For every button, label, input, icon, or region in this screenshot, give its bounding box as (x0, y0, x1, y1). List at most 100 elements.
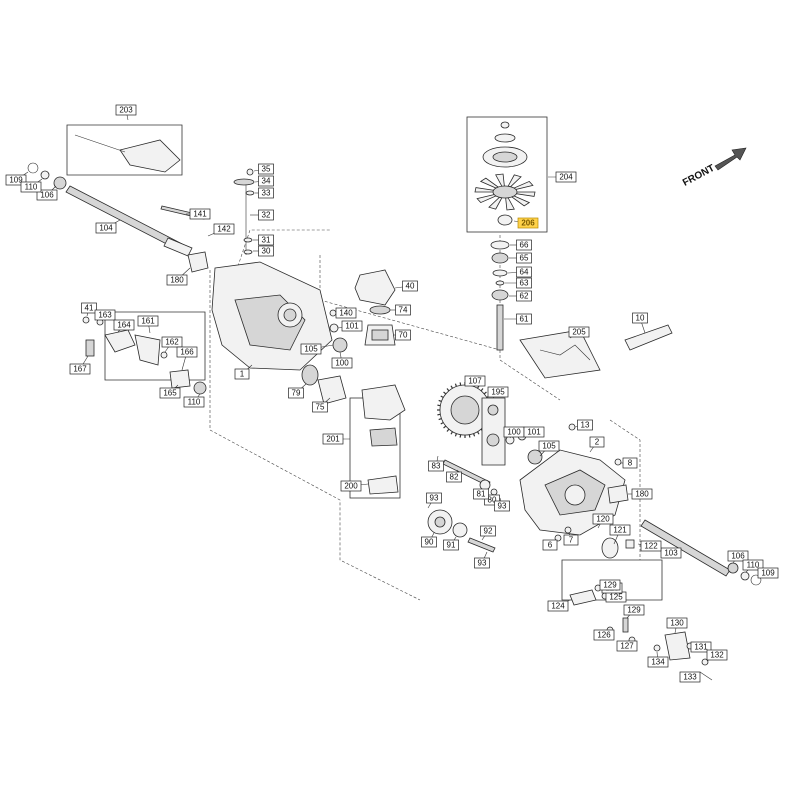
part-label-box (516, 266, 532, 278)
bolt-41 (82, 316, 90, 324)
screw-133 (699, 671, 713, 681)
part-label-box (480, 525, 496, 537)
ring-64 (492, 269, 508, 277)
part-label-box (331, 357, 353, 369)
pinion-195 (487, 404, 499, 416)
bracket-203 (119, 139, 181, 173)
ring-63 (495, 280, 505, 286)
part-label-104: 104 (99, 224, 113, 233)
bracket-180-right (607, 484, 629, 504)
nut-132 (701, 658, 709, 666)
part-label-box (593, 629, 615, 641)
part-label-109: 109 (761, 569, 775, 578)
gear-105-left (332, 337, 348, 353)
part-label-61: 61 (520, 315, 529, 324)
part-label-box (640, 540, 662, 552)
washer-101-left (329, 323, 339, 333)
bushing-106-right (727, 562, 739, 574)
gear-tooth (440, 421, 444, 425)
frame-161 (104, 311, 206, 381)
part-label-box (166, 274, 188, 286)
gear-tooth (480, 388, 484, 392)
part-label-120: 120 (596, 515, 610, 524)
coupler-206 (497, 214, 513, 226)
part-label-41: 41 (85, 304, 94, 313)
bolt-8 (614, 458, 622, 466)
bearing-74 (369, 305, 391, 315)
part-label-box (312, 401, 328, 413)
washer-34 (233, 178, 255, 186)
part-label-box (647, 656, 669, 668)
part-label-1: 1 (240, 370, 245, 379)
gear-tooth (440, 395, 444, 399)
part-label-box (589, 436, 605, 448)
part-label-109: 109 (9, 176, 23, 185)
gear-tooth (476, 431, 480, 435)
part-label-box (161, 336, 183, 348)
gear-tooth (446, 428, 450, 432)
gear-tooth (454, 383, 458, 387)
part-label-2: 2 (595, 438, 600, 447)
part-label-box (494, 500, 510, 512)
pin-140 (329, 309, 337, 317)
part-label-140: 140 (339, 309, 353, 318)
part-label-box (568, 326, 590, 338)
part-label-110: 110 (747, 561, 760, 570)
part-label-box (258, 175, 274, 187)
part-label-103: 103 (664, 549, 678, 558)
part-label-box (547, 600, 569, 612)
seal-110-left (193, 381, 207, 395)
part-label-box (20, 181, 42, 193)
part-label-131: 131 (694, 643, 708, 652)
part-label-box (516, 277, 532, 289)
gasket-205-lines (539, 344, 591, 361)
part-label-box (258, 209, 274, 221)
part-label-125: 125 (609, 593, 623, 602)
part-label-167: 167 (73, 365, 87, 374)
part-label-66: 66 (520, 241, 529, 250)
part-label-box (258, 234, 274, 246)
seal-79 (301, 364, 319, 386)
part-label-box (213, 223, 235, 235)
part-label-163: 163 (98, 311, 112, 320)
part-label-box (189, 208, 211, 220)
assembly-line (499, 235, 561, 401)
part-label-63: 63 (520, 279, 529, 288)
part-label-box (95, 222, 117, 234)
part-label-166: 166 (180, 348, 194, 357)
part-label-box (426, 492, 442, 504)
part-label-106: 106 (40, 191, 54, 200)
part-label-box (183, 396, 205, 408)
part-label-box (446, 471, 462, 483)
part-label-203: 203 (119, 106, 133, 115)
rod-203 (74, 134, 126, 153)
part-label-box (81, 302, 97, 314)
lever-161 (134, 334, 161, 366)
part-label-80: 80 (488, 496, 497, 505)
pin-162 (160, 351, 168, 359)
part-label-box (632, 312, 648, 324)
part-label-70: 70 (399, 331, 408, 340)
part-label-10: 10 (636, 314, 645, 323)
part-label-box (516, 290, 532, 302)
part-label-box (94, 309, 116, 321)
assembly-line (209, 270, 421, 601)
washer-top (494, 133, 516, 143)
part-label-165: 165 (163, 389, 177, 398)
fan-hub (492, 185, 518, 199)
part-label-box (742, 559, 764, 571)
axle-end-left (163, 237, 193, 257)
gear-tooth (438, 399, 442, 403)
part-label-204: 204 (559, 173, 573, 182)
part-label-box (757, 567, 779, 579)
gear-tooth (450, 385, 454, 389)
nut-35 (246, 168, 254, 176)
part-label-box (542, 539, 558, 551)
part-label-box (258, 187, 274, 199)
plate-166 (169, 369, 191, 389)
part-label-32: 32 (262, 211, 271, 220)
gear-81 (479, 479, 491, 491)
part-label-83: 83 (432, 462, 441, 471)
